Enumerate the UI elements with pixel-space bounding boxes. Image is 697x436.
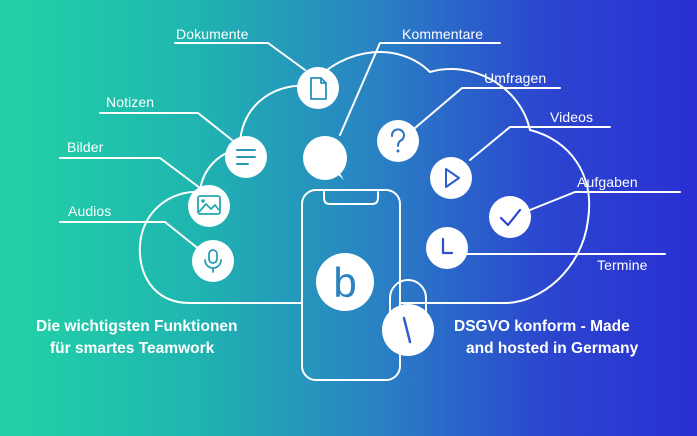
image-icon xyxy=(188,185,230,227)
caption-left-line1: Die wichtigsten Funktionen xyxy=(36,318,238,335)
microphone-icon xyxy=(192,240,234,282)
play-icon xyxy=(430,157,472,199)
label-bilder: Bilder xyxy=(67,139,104,155)
label-dokumente: Dokumente xyxy=(176,26,249,42)
leader-line-notizen xyxy=(99,112,233,141)
leader-line-kommentare xyxy=(339,42,501,136)
leader-line-aufgaben xyxy=(529,191,681,211)
label-notizen: Notizen xyxy=(106,94,155,110)
caption-right-line2: and hosted in Germany xyxy=(466,340,639,357)
leader-line-dokumente xyxy=(174,42,306,71)
svg-text:b: b xyxy=(333,259,356,306)
phone-notch xyxy=(323,191,379,205)
padlock-icon xyxy=(382,304,434,356)
checkmark-icon xyxy=(489,196,531,238)
label-aufgaben: Aufgaben xyxy=(577,174,638,190)
caption-left-line2: für smartes Teamwork xyxy=(50,340,215,357)
clock-icon xyxy=(426,227,468,269)
label-audios: Audios xyxy=(68,203,112,219)
question-mark-icon xyxy=(377,120,419,162)
label-videos: Videos xyxy=(550,109,594,125)
label-umfragen: Umfragen xyxy=(484,70,547,86)
lock-shackle xyxy=(389,279,427,316)
leader-line-audios xyxy=(59,221,201,251)
b-logo-icon: b xyxy=(316,253,374,311)
label-termine: Termine xyxy=(597,257,648,273)
caption-right-line1: DSGVO konform - Made xyxy=(454,318,630,335)
leader-line-umfragen xyxy=(414,87,561,129)
cloud-outline xyxy=(138,51,591,304)
phone-outline xyxy=(301,189,401,381)
speech-bubble-icon xyxy=(303,136,347,180)
leader-line-bilder xyxy=(59,157,201,189)
notes-lines-icon xyxy=(225,136,267,178)
leader-line-videos xyxy=(469,126,611,161)
document-icon xyxy=(297,67,339,109)
caption-right: DSGVO konform - Made and hosted in Germa… xyxy=(454,316,638,360)
label-kommentare: Kommentare xyxy=(402,26,484,42)
caption-left: Die wichtigsten Funktionen für smartes T… xyxy=(36,316,238,360)
